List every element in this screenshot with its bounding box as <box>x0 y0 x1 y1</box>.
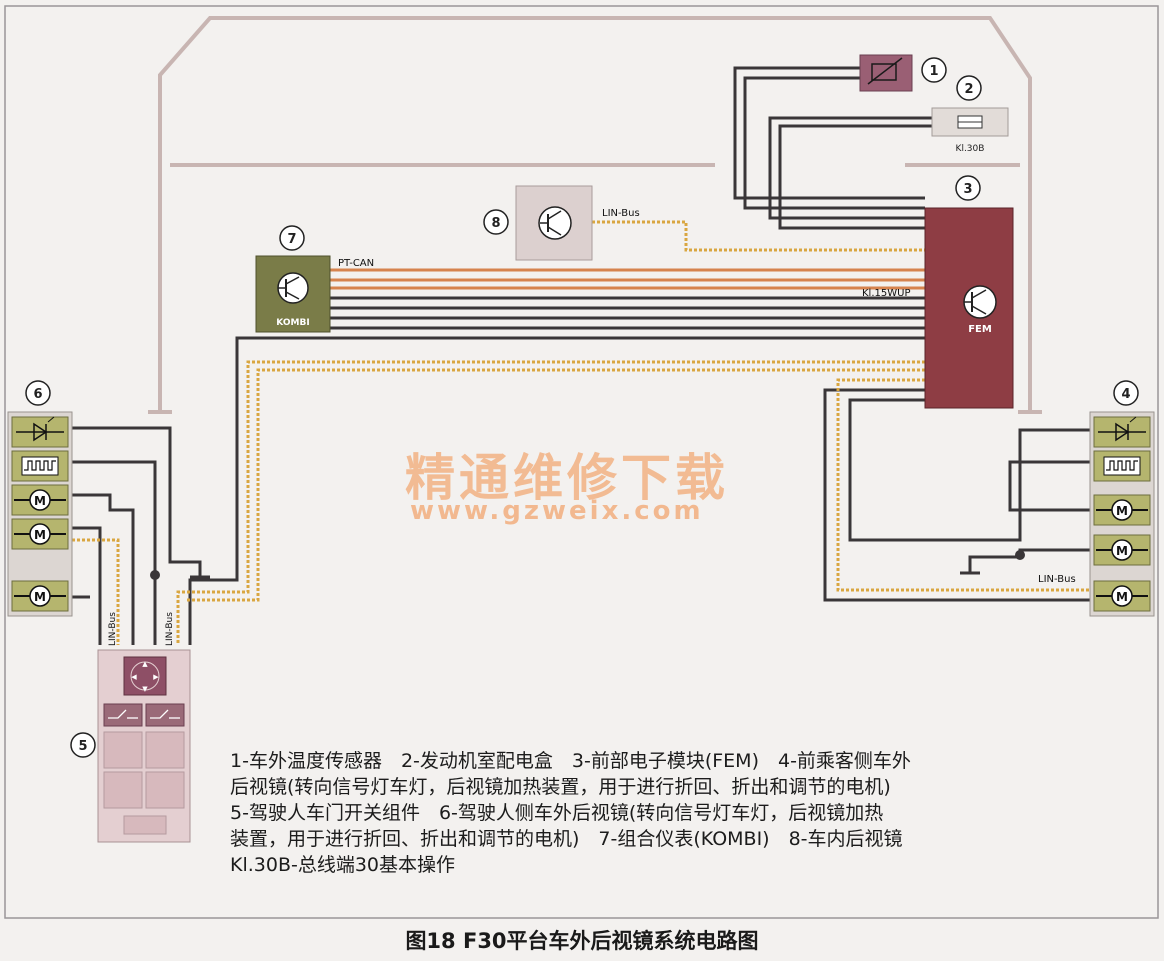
pt-can-label: PT-CAN <box>338 258 374 269</box>
legend-line: 1-车外温度传感器 2-发动机室配电盒 3-前部电子模块(FEM) 4-前乘客侧… <box>230 750 911 772</box>
heater-icon <box>11 450 69 482</box>
lin-bus-label-right: LIN-Bus <box>1038 574 1076 585</box>
switch-icon <box>103 703 143 727</box>
svg-text:M: M <box>1116 504 1128 518</box>
svg-text:▼: ▼ <box>142 685 148 693</box>
motor-icon: M <box>1093 494 1151 526</box>
legend-line: Kl.30B-总线端30基本操作 <box>230 854 456 876</box>
kl30b-label: Kl.30B <box>956 144 985 154</box>
lin-bus-wires <box>72 220 1090 645</box>
callout-number-1: 1 <box>929 64 938 79</box>
callout-number-7: 7 <box>287 232 296 247</box>
svg-text:M: M <box>1116 544 1128 558</box>
svg-text:▶: ▶ <box>153 673 159 681</box>
window-switch-button <box>103 771 143 809</box>
callout-badge-8 <box>483 209 509 235</box>
watermark-url: www.gzweix.com <box>410 496 704 526</box>
callout-badge-3 <box>955 175 981 201</box>
legend-line: 装置，用于进行折回、折出和调节的电机) 7-组合仪表(KOMBI) 8-车内后视… <box>230 828 903 850</box>
turn-signal-lamp-icon <box>11 416 69 448</box>
motor-icon: M <box>11 580 69 612</box>
callout-number-8: 8 <box>491 216 500 231</box>
component-4-passenger-mirror: 4 M M M <box>1038 380 1155 617</box>
lin-bus-label-left-a: LIN-Bus <box>108 612 118 646</box>
callout-number-6: 6 <box>33 387 42 402</box>
window-switch-button <box>145 731 185 769</box>
component-6-driver-mirror: 6 M M M <box>7 380 73 617</box>
component-7-kombi: 7 KOMBI PT-CAN <box>255 225 374 333</box>
vehicle-body-outline <box>148 16 1042 414</box>
svg-text:M: M <box>34 494 46 508</box>
callout-badge-2 <box>956 75 982 101</box>
svg-text:M: M <box>34 528 46 542</box>
dark-wires <box>72 66 1090 645</box>
motor-icon: M <box>1093 534 1151 566</box>
callout-number-2: 2 <box>964 82 973 97</box>
component-8-interior-mirror: 8 LIN-Bus <box>483 185 640 261</box>
switch-icon <box>145 703 185 727</box>
window-switch-button <box>103 731 143 769</box>
callout-number-5: 5 <box>78 739 87 754</box>
lin-bus-label-top: LIN-Bus <box>602 208 640 219</box>
callout-number-4: 4 <box>1121 387 1130 402</box>
window-switch-button <box>145 771 185 809</box>
temperature-sensor-icon <box>871 63 897 81</box>
callout-number-3: 3 <box>963 182 972 197</box>
turn-signal-lamp-icon <box>1093 416 1151 448</box>
svg-text:▲: ▲ <box>142 660 148 668</box>
legend-line: 5-驾驶人车门开关组件 6-驾驶人侧车外后视镜(转向信号灯车灯，后视镜加热 <box>230 802 884 824</box>
component-5-door-switch-cluster: ▲ ▼ ◀ ▶ 5 LIN-Bus LIN-Bus <box>70 612 191 843</box>
svg-text:M: M <box>34 590 46 604</box>
callout-badge-4 <box>1113 380 1139 406</box>
callout-badge-5 <box>70 732 96 758</box>
legend: 1-车外温度传感器 2-发动机室配电盒 3-前部电子模块(FEM) 4-前乘客侧… <box>230 748 1130 878</box>
fem-label: FEM <box>968 324 992 335</box>
frame-border <box>4 5 1159 919</box>
component-3-fem: 3 FEM Kl.15WUP <box>862 175 1014 409</box>
transistor-icon <box>963 285 997 319</box>
svg-text:◀: ◀ <box>131 673 137 681</box>
kombi-label: KOMBI <box>276 318 309 328</box>
legend-line: 后视镜(转向信号灯车灯，后视镜加热装置，用于进行折回、折出和调节的电机) <box>230 776 891 798</box>
callout-badge-1 <box>921 57 947 83</box>
lock-switch-button <box>123 815 167 835</box>
transistor-icon <box>277 272 309 304</box>
component-2-fuse-box: Kl.30B 2 <box>931 75 1009 154</box>
kl15wup-label: Kl.15WUP <box>862 288 910 299</box>
figure-caption: 图18 F30平台车外后视镜系统电路图 <box>405 929 759 953</box>
pt-can-bus <box>330 268 925 290</box>
transistor-icon <box>538 206 572 240</box>
callout-badge-7 <box>279 225 305 251</box>
callout-badge-6 <box>25 380 51 406</box>
component-1-outside-temp-sensor: 1 <box>859 54 947 92</box>
direction-pad-icon: ▲ ▼ ◀ ▶ <box>123 656 167 696</box>
heater-icon <box>1093 450 1151 482</box>
motor-icon: M <box>11 484 69 516</box>
motor-icon: M <box>1093 580 1151 612</box>
watermark-title: 精通维修下载 <box>405 449 729 507</box>
lin-bus-label-left-b: LIN-Bus <box>165 612 175 646</box>
motor-icon: M <box>11 518 69 550</box>
svg-text:M: M <box>1116 590 1128 604</box>
